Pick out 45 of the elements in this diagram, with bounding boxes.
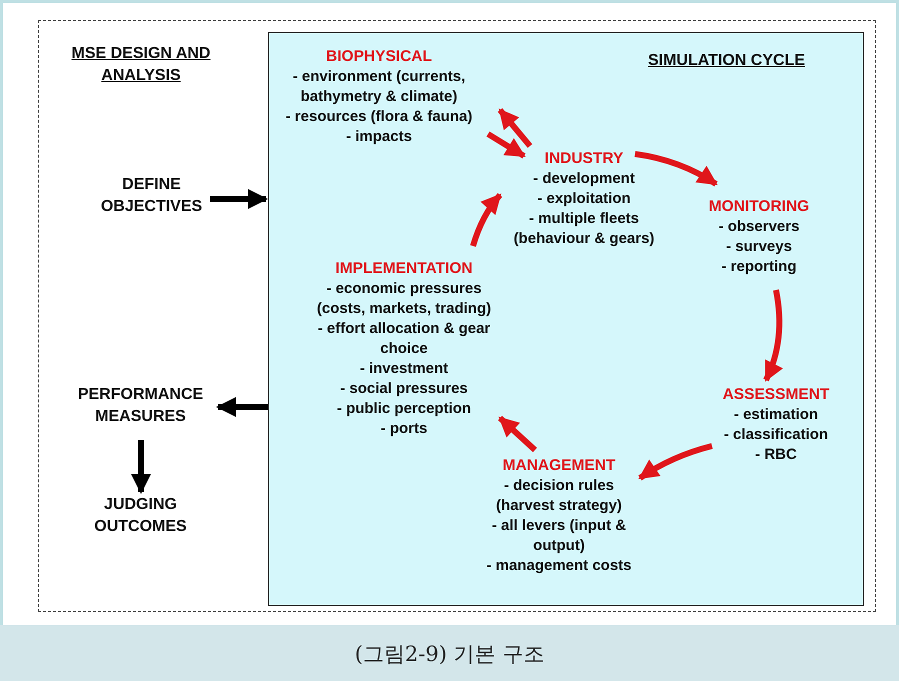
stage-item: - resources (flora & fauna)	[284, 107, 474, 127]
stage-item: - reporting	[720, 257, 798, 277]
step-label: JUDGING OUTCOMES	[93, 494, 188, 536]
stage-heading: BIOPHYSICAL	[325, 47, 433, 67]
stage-item: - RBC	[754, 445, 798, 465]
arrow	[498, 416, 538, 452]
arrow	[486, 131, 526, 159]
stage-heading: IMPLEMENTATION	[334, 259, 474, 279]
stage-heading: MONITORING	[708, 197, 810, 217]
stage-item: - ports	[380, 419, 428, 439]
cycle-panel	[268, 32, 864, 606]
stage-item: - management costs	[485, 556, 633, 576]
caption: (그림2-9) 기본 구조	[354, 641, 546, 668]
stage-item: - all levers (input & output)	[490, 516, 628, 556]
arrow	[131, 440, 151, 494]
arrow	[763, 289, 783, 382]
dashed-panel	[38, 20, 876, 612]
stage-item: - classification	[722, 425, 830, 445]
stage-item: - exploitation	[536, 189, 632, 209]
stage-item: - environment (currents, bathymetry & climate)	[292, 67, 466, 107]
stage-heading: ASSESSMENT	[722, 385, 830, 405]
stage-item: - economic pressures (costs, markets, trading)	[316, 279, 492, 319]
stage-item: - estimation	[732, 405, 820, 425]
stage-item: - surveys	[725, 237, 793, 257]
stage-item: - public perception	[336, 399, 472, 419]
stage-item: - effort allocation & gear choice	[316, 319, 492, 359]
arrow	[638, 443, 713, 480]
panel-heading: SIMULATION CYCLE	[646, 50, 806, 70]
stage-item: - multiple fleets (behaviour & gears)	[512, 209, 656, 249]
stage-heading: MANAGEMENT	[502, 456, 616, 476]
stage-item: - decision rules (harvest strategy)	[495, 476, 623, 516]
stage-item: - observers	[718, 217, 800, 237]
arrow	[634, 151, 718, 187]
stage-item: - development	[532, 169, 636, 189]
stage-item: - investment	[358, 359, 450, 379]
step-label: DEFINE OBJECTIVES	[100, 174, 204, 216]
stage-heading: INDUSTRY	[544, 149, 624, 169]
arrow	[210, 189, 268, 209]
stage-item: - social pressures	[339, 379, 469, 399]
stage-item: - impacts	[345, 127, 413, 147]
arrow	[216, 397, 268, 417]
arrow	[470, 193, 502, 247]
step-label: PERFORMANCE MEASURES	[76, 384, 204, 426]
arrow	[498, 108, 532, 148]
panel-heading: MSE DESIGN AND ANALYSIS	[70, 44, 212, 86]
